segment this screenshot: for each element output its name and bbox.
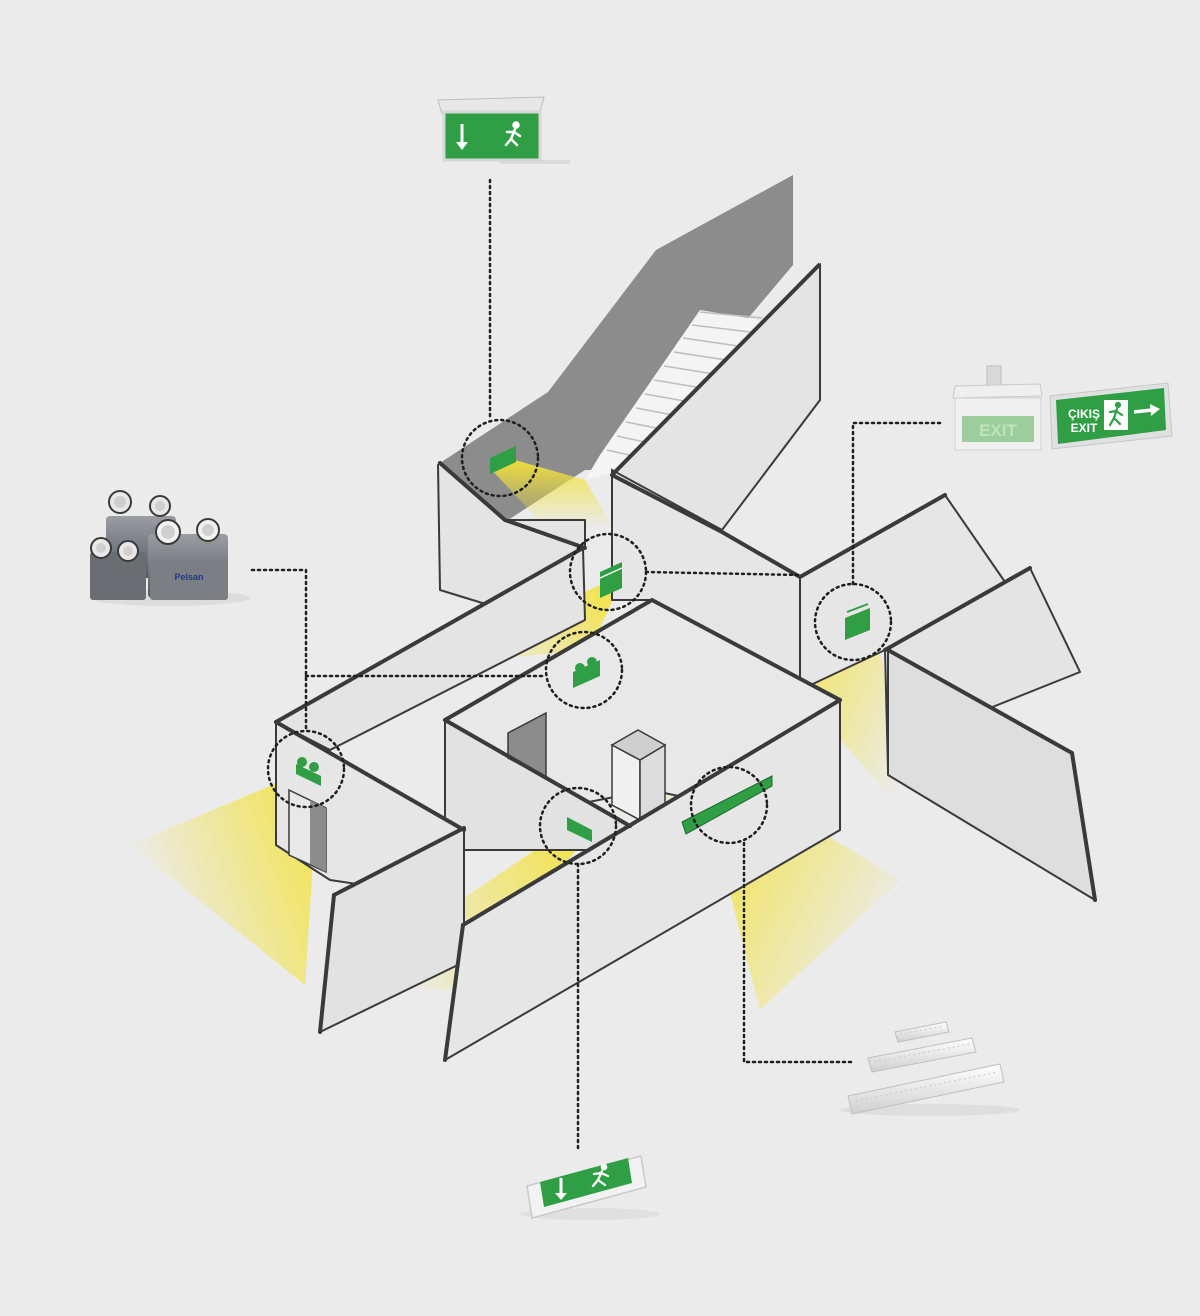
staircase [440,175,820,530]
leader-twin-spot [252,570,306,731]
brand-label: Pelsan [174,572,203,582]
twin-spot-emergency-light-icon[interactable]: Pelsan [90,491,250,606]
building-walls [276,463,1095,1060]
wall-exit-sign-icon[interactable] [520,1156,660,1220]
exit-label-turkish: ÇIKIŞ [1068,407,1100,421]
exit-sign-pair-icon[interactable]: EXIT ÇIKIŞ EXIT [953,366,1172,450]
exit-label-english: EXIT [1071,421,1098,435]
led-emergency-bar-icon[interactable] [840,1022,1020,1116]
unlit-exit-label: EXIT [979,421,1017,440]
left-door-shadow [310,800,326,872]
ceiling-exit-sign-icon[interactable] [438,97,570,164]
